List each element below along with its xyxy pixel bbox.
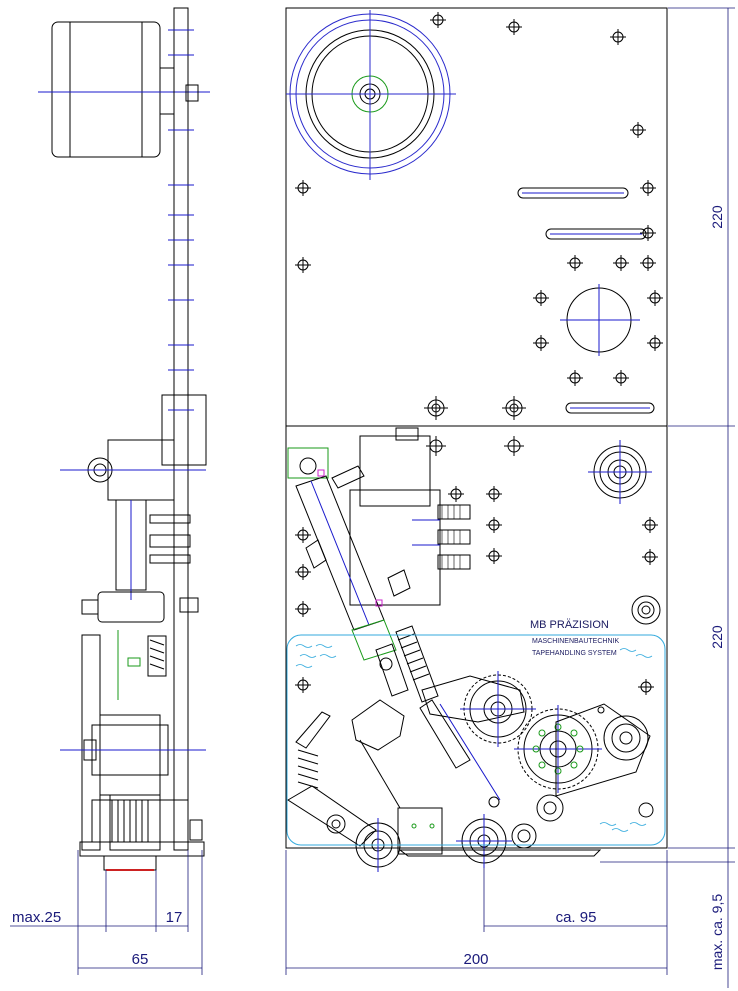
company-name: MB PRÄZISION	[530, 619, 609, 631]
dimension-lines	[10, 7, 735, 988]
bottom-roller-right	[511, 823, 537, 849]
front-view	[285, 7, 668, 872]
dim-max-offset: max. ca. 9,5	[709, 894, 725, 970]
bottom-roller-center	[456, 814, 512, 868]
guide-roller-top	[588, 440, 652, 504]
cutter-lever	[351, 675, 525, 809]
label-frame	[286, 634, 666, 846]
motor-flange	[159, 67, 175, 115]
upper-plate	[285, 7, 668, 427]
spring-assembly	[375, 625, 439, 703]
cutter-blade	[397, 807, 443, 855]
drive-gear-large	[514, 705, 602, 793]
pneumatic-cylinder	[287, 447, 411, 661]
dim-depth-17: 17	[166, 909, 183, 926]
drive-gear-small	[460, 671, 536, 747]
tape-reel	[286, 10, 456, 180]
mounting-plate	[173, 7, 189, 851]
dim-offset-95: ca. 95	[556, 909, 597, 926]
dim-width-front: 200	[463, 951, 488, 968]
dim-width-side: 65	[132, 951, 149, 968]
dim-height-bottom: 220	[709, 625, 725, 649]
dim-max-depth: max.25	[12, 909, 61, 926]
dim-height-top: 220	[709, 205, 725, 229]
guide-roller-mid	[631, 595, 661, 625]
gear-housing	[99, 714, 161, 796]
mounting-holes	[295, 12, 663, 695]
tension-arm	[287, 711, 377, 847]
pressure-roller-arm	[536, 703, 654, 822]
valve-block	[349, 427, 471, 606]
base-plate	[79, 841, 205, 857]
company-line2: TAPEHANDLING SYSTEM	[532, 650, 617, 657]
motor-body	[51, 21, 161, 158]
adjustment-slots	[517, 187, 655, 414]
company-line1: MASCHINENBAUTECHNIK	[532, 638, 619, 645]
side-view	[38, 7, 210, 871]
lower-plate	[285, 425, 668, 849]
